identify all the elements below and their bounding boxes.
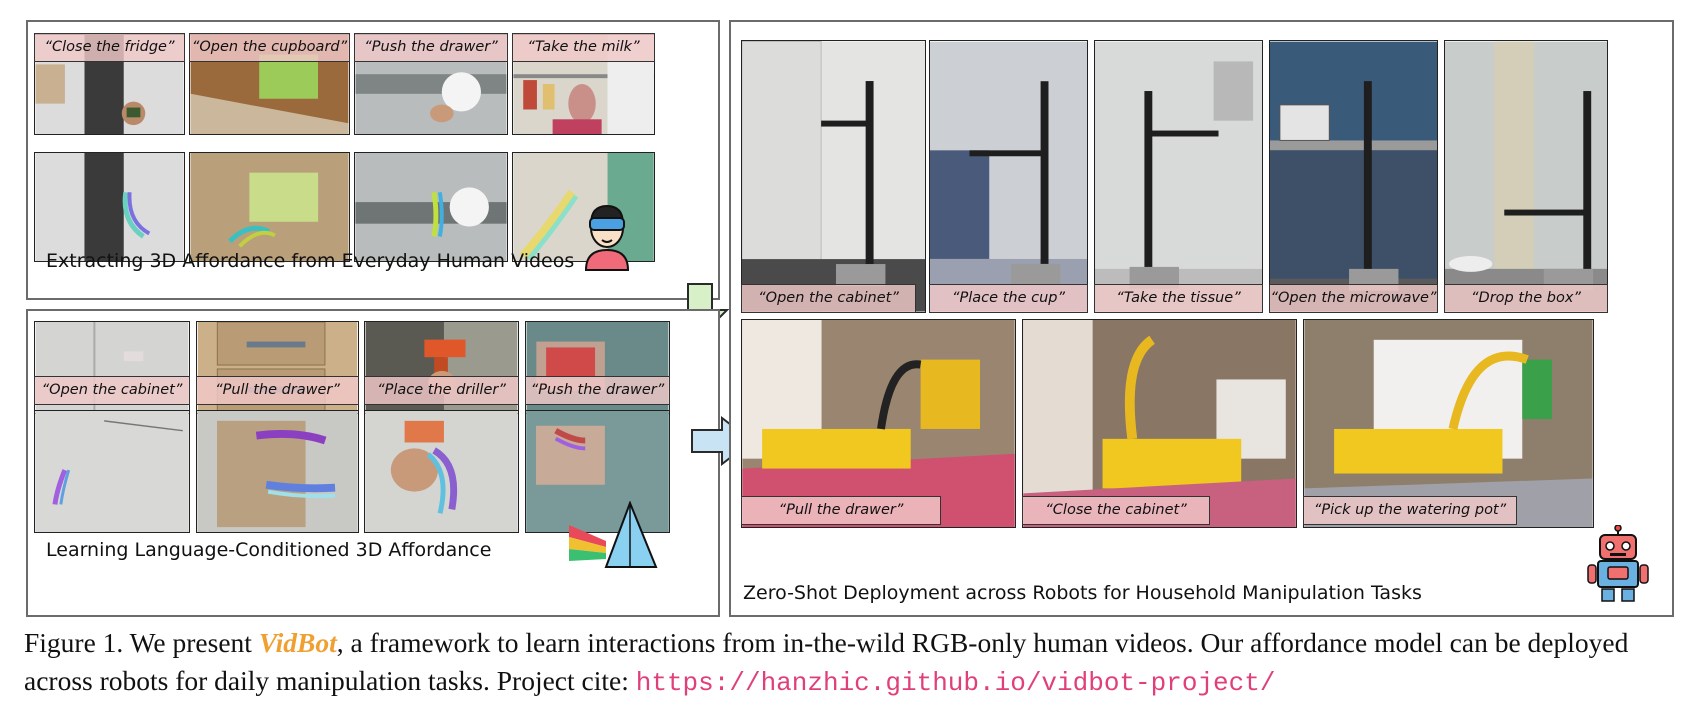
caption-place-driller: “Place the driller” bbox=[364, 376, 519, 405]
figure-caption: Figure 1. We present VidBot, a framework… bbox=[24, 624, 1684, 702]
affordance-drawer bbox=[354, 152, 508, 262]
panel-learning-affordance: “Open the cabinet” “Pull the drawer” “Pl… bbox=[26, 309, 720, 617]
photo-robot-cup bbox=[929, 40, 1088, 313]
pointcloud-drawer-push bbox=[525, 410, 670, 533]
panel-a-title: Extracting 3D Affordance from Everyday H… bbox=[46, 250, 575, 272]
caption-open-cupboard: “Open the cupboard” bbox=[189, 33, 350, 62]
caption-brand: VidBot bbox=[258, 627, 337, 658]
affordance-milk bbox=[512, 152, 655, 262]
caption-pull-drawer-b: “Pull the drawer” bbox=[196, 376, 359, 405]
panel-c-title: Zero-Shot Deployment across Robots for H… bbox=[743, 582, 1422, 604]
panel-robot-deployment: “Open the cabinet” “Place the cup” “Take… bbox=[729, 20, 1674, 617]
project-url-link[interactable]: https://hanzhic.github.io/vidbot-project… bbox=[635, 668, 1276, 698]
affordance-cupboard bbox=[189, 152, 350, 262]
robot-icon bbox=[1587, 525, 1649, 602]
caption-push-drawer: “Push the drawer” bbox=[354, 33, 508, 62]
prism-icon bbox=[569, 501, 658, 568]
caption-push-drawer-b: “Push the drawer” bbox=[525, 376, 670, 405]
panel-b-title: Learning Language-Conditioned 3D Afforda… bbox=[46, 539, 492, 561]
photo-robot-box bbox=[1444, 40, 1608, 313]
photo-robot-microwave bbox=[1269, 40, 1438, 313]
pointcloud-cabinet bbox=[34, 410, 190, 533]
caption-prefix: Figure 1. We present bbox=[24, 627, 259, 658]
photo-robot-tissue bbox=[1094, 40, 1263, 313]
caption-spot-watering-pot: “Pick up the watering pot” bbox=[1303, 496, 1517, 525]
caption-robot-open-microwave: “Open the microwave” bbox=[1269, 284, 1438, 313]
caption-body: , a framework to learn interactions from… bbox=[24, 627, 1629, 696]
caption-take-milk: “Take the milk” bbox=[512, 33, 655, 62]
pointcloud-driller bbox=[364, 410, 519, 533]
caption-robot-place-cup: “Place the cup” bbox=[929, 284, 1088, 313]
vr-person-icon bbox=[584, 204, 630, 271]
photo-robot-cabinet bbox=[741, 40, 926, 313]
caption-robot-open-cabinet: “Open the cabinet” bbox=[741, 284, 916, 313]
pointcloud-drawer bbox=[196, 410, 359, 533]
caption-spot-pull-drawer: “Pull the drawer” bbox=[741, 496, 941, 525]
caption-open-cabinet-b: “Open the cabinet” bbox=[34, 376, 190, 405]
affordance-fridge bbox=[34, 152, 185, 262]
caption-spot-close-cabinet: “Close the cabinet” bbox=[1022, 496, 1210, 525]
caption-robot-take-tissue: “Take the tissue” bbox=[1094, 284, 1263, 313]
panel-human-videos: “Close the fridge” “Open the cupboard” “… bbox=[26, 20, 720, 300]
caption-robot-drop-box: “Drop the box” bbox=[1444, 284, 1608, 313]
caption-close-fridge: “Close the fridge” bbox=[34, 33, 185, 62]
photo-spot-drawer bbox=[741, 319, 1016, 528]
